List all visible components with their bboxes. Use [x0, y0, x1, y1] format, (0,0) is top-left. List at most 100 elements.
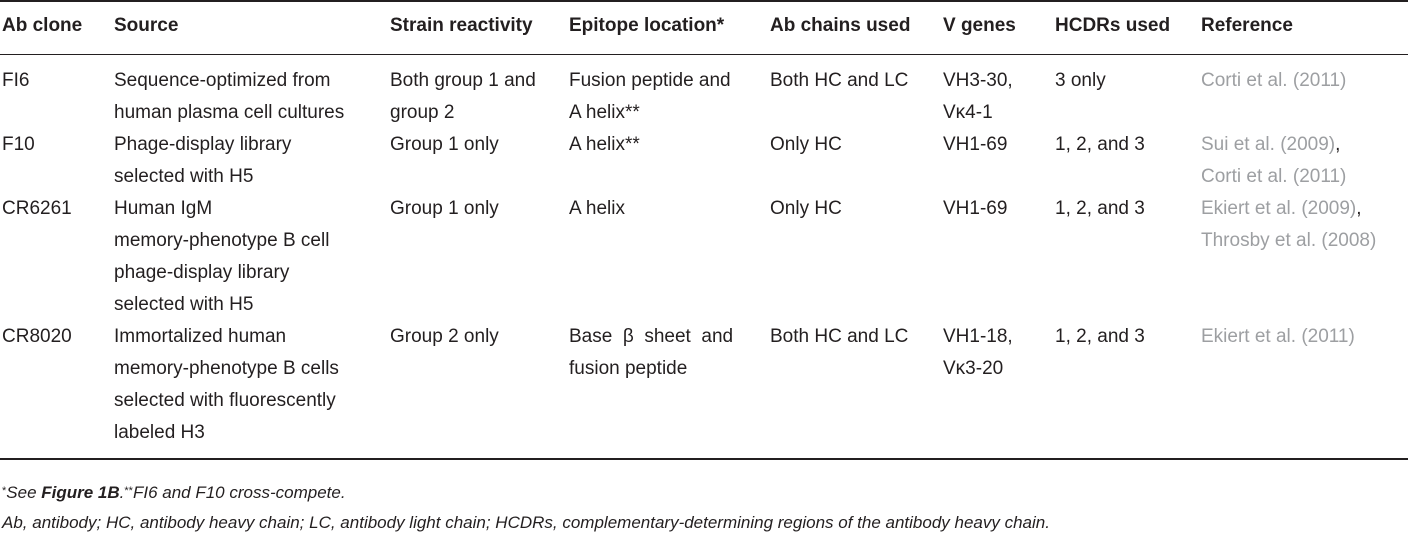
table-header-rule [0, 54, 1408, 55]
cell-hcdrs-used-line: 3 only [1055, 70, 1106, 91]
cell-hcdrs-used-line: 1, 2, and 3 [1055, 198, 1145, 219]
cell-epitope-location-line: A helix** [569, 134, 640, 155]
cell-hcdrs-used-line: 1, 2, and 3 [1055, 326, 1145, 347]
header-ab-chains-used: Ab chains used [770, 15, 911, 36]
cell-ab-chains-line: Only HC [770, 198, 842, 219]
cell-source-line: selected with H5 [114, 166, 254, 187]
header-v-genes: V genes [943, 15, 1016, 36]
cell-epitope-location: A helix [569, 193, 625, 225]
cell-strain-reactivity-line: Both group 1 and [390, 70, 536, 91]
reference-line: Ekiert et al. (2009), [1201, 193, 1376, 225]
cell-v-genes-line: VH1-69 [943, 134, 1008, 155]
cell-source-line: Immortalized human [114, 326, 287, 347]
header-strain-reactivity: Strain reactivity [390, 15, 533, 36]
cell-epitope-location-line: A helix [569, 198, 625, 219]
cell-source-line: Sequence-optimized from [114, 70, 331, 91]
reference-link[interactable]: Throsby et al. (2008) [1201, 230, 1377, 251]
table-top-rule [0, 0, 1408, 2]
header-hcdrs-used: HCDRs used [1055, 15, 1171, 36]
footnote-mark-single: * [2, 485, 7, 497]
reference-link[interactable]: Ekiert et al. (2009) [1201, 198, 1357, 219]
footnote-mark-double: ** [124, 485, 133, 497]
cell-epitope-location-line: Base β sheet and [569, 326, 734, 347]
cell-reference: Sui et al. (2009), Corti et al. (2011) [1201, 129, 1346, 193]
cell-ab-chains: Both HC and LC [770, 65, 908, 97]
cell-ab-chains-line: Only HC [770, 134, 842, 155]
cell-strain-reactivity: Both group 1 and group 2 [390, 65, 536, 129]
footnote-see: See [6, 483, 42, 502]
reference-line: Sui et al. (2009), [1201, 129, 1346, 161]
cell-source: Immortalized human memory-phenotype B cel… [114, 321, 339, 449]
cell-hcdrs-used: 1, 2, and 3 [1055, 193, 1145, 225]
cell-reference: Corti et al. (2011) [1201, 65, 1346, 97]
cell-v-genes: VH3-30, Vκ4-1 [943, 65, 1013, 129]
cell-source-line: phage-display library [114, 262, 290, 283]
cell-epitope-location: Base β sheet and fusion peptide [569, 321, 733, 385]
cell-strain-reactivity: Group 2 only [390, 321, 499, 353]
cell-ab-chains-line: Both HC and LC [770, 70, 909, 91]
cell-hcdrs-used: 1, 2, and 3 [1055, 129, 1145, 161]
footnote-period: . [119, 483, 125, 502]
header-reference: Reference [1201, 15, 1293, 36]
reference-line: Corti et al. (2011) [1201, 65, 1346, 97]
reference-link[interactable]: Sui et al. (2009) [1201, 134, 1336, 155]
cell-source-line: labeled H3 [114, 422, 205, 443]
cell-ab-chains: Both HC and LC [770, 321, 908, 353]
cell-source-line: Human IgM [114, 198, 213, 219]
cell-v-genes: VH1-18, Vκ3-20 [943, 321, 1013, 385]
cell-source: Sequence-optimized from human plasma cell… [114, 65, 344, 129]
header-ab-clone: Ab clone [2, 15, 83, 36]
cell-v-genes-line: VH1-69 [943, 198, 1008, 219]
reference-line: Throsby et al. (2008) [1201, 225, 1376, 257]
cell-epitope-location: Fusion peptide and A helix** [569, 65, 731, 129]
cell-source: Human IgM memory-phenotype B cell phage-di… [114, 193, 329, 321]
cell-v-genes: VH1-69 [943, 193, 1007, 225]
cell-strain-reactivity-line: Group 1 only [390, 134, 499, 155]
cell-epitope-location-line: A helix** [569, 102, 640, 123]
cell-epitope-location-line: Fusion peptide and [569, 70, 731, 91]
cell-source-line: memory-phenotype B cell [114, 230, 330, 251]
cell-ab-clone: CR8020 [2, 326, 72, 347]
table-header: Ab clone Source Strain reactivity Epitop… [0, 0, 1408, 54]
cell-source-line: memory-phenotype B cells [114, 358, 339, 379]
reference-separator: , [1335, 134, 1341, 155]
reference-line: Ekiert et al. (2011) [1201, 321, 1355, 353]
cell-ab-chains-line: Both HC and LC [770, 326, 909, 347]
cell-source-line: selected with H5 [114, 294, 254, 315]
cell-ab-clone: CR6261 [2, 198, 72, 219]
cell-strain-reactivity-line: Group 2 only [390, 326, 499, 347]
reference-separator: , [1356, 198, 1362, 219]
cell-v-genes: VH1-69 [943, 129, 1007, 161]
footnote-abbreviations: Ab, antibody; HC, antibody heavy chain; … [2, 513, 1050, 532]
cell-hcdrs-used: 3 only [1055, 65, 1106, 97]
cell-epitope-location-line: fusion peptide [569, 358, 688, 379]
cell-source-line: selected with fluorescently [114, 390, 336, 411]
cell-strain-reactivity: Group 1 only [390, 193, 499, 225]
cell-reference: Ekiert et al. (2009), Throsby et al. (200… [1201, 193, 1376, 257]
cell-hcdrs-used-line: 1, 2, and 3 [1055, 134, 1145, 155]
cell-reference: Ekiert et al. (2011) [1201, 321, 1355, 353]
reference-link[interactable]: Ekiert et al. (2011) [1201, 326, 1355, 347]
cell-strain-reactivity-line: Group 1 only [390, 198, 499, 219]
footnote-figure-ref[interactable]: Figure 1B [41, 483, 120, 502]
cell-strain-reactivity-line: group 2 [390, 102, 455, 123]
table-bottom-rule [0, 458, 1408, 460]
cell-ab-chains: Only HC [770, 193, 842, 225]
cell-v-genes-line: Vκ3-20 [943, 358, 1004, 379]
cell-source: Phage-display library selected with H5 [114, 129, 291, 193]
cell-ab-chains: Only HC [770, 129, 842, 161]
reference-link[interactable]: Corti et al. (2011) [1201, 70, 1347, 91]
header-source: Source [114, 15, 179, 36]
reference-link[interactable]: Corti et al. (2011) [1201, 166, 1347, 187]
cell-v-genes-line: VH1-18, [943, 326, 1013, 347]
cell-v-genes-line: Vκ4-1 [943, 102, 993, 123]
header-epitope-location: Epitope location* [569, 15, 725, 36]
cell-hcdrs-used: 1, 2, and 3 [1055, 321, 1145, 353]
cell-source-line: human plasma cell cultures [114, 102, 345, 123]
cell-strain-reactivity: Group 1 only [390, 129, 499, 161]
footnote-line-1: *See Figure 1B.**FI6 and F10 cross-compe… [2, 476, 1050, 508]
table-footnotes: *See Figure 1B.**FI6 and F10 cross-compe… [2, 476, 1050, 538]
cell-source-line: Phage-display library [114, 134, 292, 155]
cell-v-genes-line: VH3-30, [943, 70, 1013, 91]
footnote-cross-compete: FI6 and F10 cross-compete. [132, 483, 346, 502]
